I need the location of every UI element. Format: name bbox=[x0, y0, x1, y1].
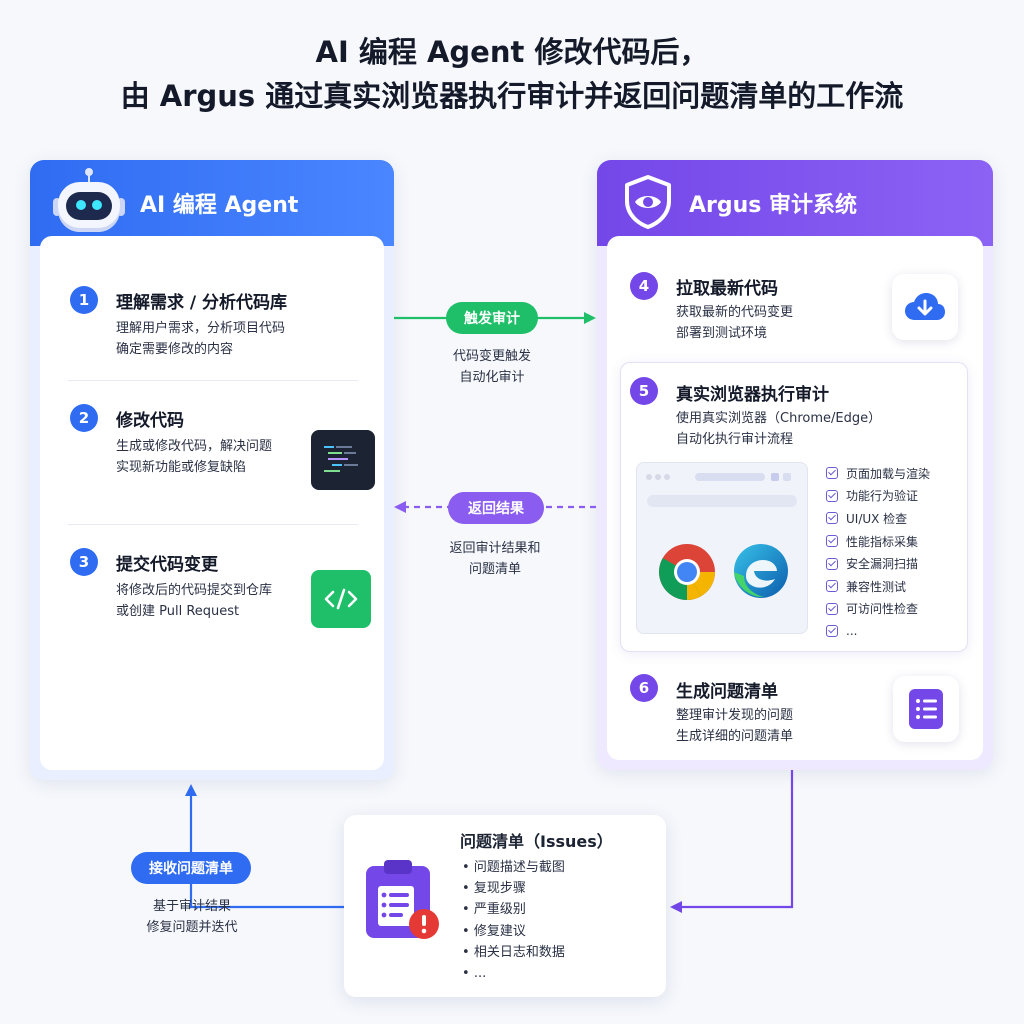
check-label: 安全漏洞扫描 bbox=[846, 557, 919, 572]
step-6-number: 6 bbox=[630, 674, 658, 702]
checkbox-icon bbox=[826, 512, 838, 525]
checkbox-icon bbox=[826, 535, 838, 548]
issues-list-item: 严重级别 bbox=[462, 899, 565, 920]
check-item: 功能行为验证 bbox=[826, 485, 930, 508]
cloud-download-icon bbox=[892, 274, 958, 340]
agent-panel-title: AI 编程 Agent bbox=[140, 193, 299, 218]
divider bbox=[68, 380, 358, 381]
step-4-title: 拉取最新代码 bbox=[676, 279, 778, 299]
step-1-number: 1 bbox=[70, 286, 98, 314]
step-1-desc-line-2: 确定需要修改的内容 bbox=[116, 342, 234, 357]
edge-icon bbox=[734, 544, 788, 598]
check-label: 兼容性测试 bbox=[846, 579, 907, 594]
issues-list: 问题描述与截图 复现步骤 严重级别 修复建议 相关日志和数据 ... bbox=[462, 857, 565, 984]
check-item: ... bbox=[826, 620, 930, 643]
step-4-desc-line-1: 获取最新的代码变更 bbox=[676, 305, 794, 320]
return-caption-line-2: 问题清单 bbox=[468, 562, 521, 577]
checkbox-icon bbox=[826, 467, 838, 480]
check-label: ... bbox=[846, 624, 858, 639]
check-item: 安全漏洞扫描 bbox=[826, 552, 930, 575]
return-caption: 返回审计结果和 问题清单 bbox=[420, 538, 570, 580]
check-item: 兼容性测试 bbox=[826, 575, 930, 598]
step-5-title: 真实浏览器执行审计 bbox=[676, 385, 829, 405]
step-3-desc-line-2: 或创建 Pull Request bbox=[116, 604, 240, 619]
shield-eye-icon bbox=[625, 175, 671, 229]
clipboard-alert-icon bbox=[366, 860, 439, 939]
checkbox-icon bbox=[826, 489, 838, 502]
browser-window-illustration bbox=[636, 462, 808, 634]
check-item: 可访问性检查 bbox=[826, 598, 930, 621]
check-item: UI/UX 检查 bbox=[826, 507, 930, 530]
checkbox-icon bbox=[826, 602, 838, 615]
return-results-label: 返回结果 bbox=[448, 492, 544, 524]
step-1-desc-line-1: 理解用户需求，分析项目代码 bbox=[116, 321, 286, 336]
step-4-desc-line-2: 部署到测试环境 bbox=[676, 326, 768, 341]
code-brackets-icon bbox=[311, 570, 371, 628]
step-4-number: 4 bbox=[630, 272, 658, 300]
title-line-2: 由 Argus 通过真实浏览器执行审计并返回问题清单的工作流 bbox=[120, 79, 904, 113]
check-label: 可访问性检查 bbox=[846, 602, 919, 617]
robot-icon bbox=[52, 168, 126, 242]
agent-panel-body bbox=[40, 236, 384, 770]
step-6-desc-line-1: 整理审计发现的问题 bbox=[676, 708, 794, 723]
issues-list-item: 修复建议 bbox=[462, 921, 565, 942]
step-6-title: 生成问题清单 bbox=[676, 682, 778, 702]
diagram-title: AI 编程 Agent 修改代码后， 由 Argus 通过真实浏览器执行审计并返… bbox=[0, 30, 1024, 118]
document-list-icon bbox=[893, 676, 959, 742]
check-label: 功能行为验证 bbox=[846, 489, 919, 504]
step-2-desc-line-2: 实现新功能或修复缺陷 bbox=[116, 460, 247, 475]
check-label: 页面加载与渲染 bbox=[846, 466, 931, 481]
return-caption-line-1: 返回审计结果和 bbox=[449, 541, 541, 556]
checkbox-icon bbox=[826, 625, 838, 638]
check-item: 页面加载与渲染 bbox=[826, 462, 930, 485]
step-3-number: 3 bbox=[70, 548, 98, 576]
step-5-desc-line-1: 使用真实浏览器（Chrome/Edge） bbox=[676, 411, 882, 426]
step-2-title: 修改代码 bbox=[116, 411, 184, 431]
argus-panel-header: Argus 审计系统 bbox=[597, 160, 993, 246]
step-5-number: 5 bbox=[630, 377, 658, 405]
step-3-desc-line-1: 将修改后的代码提交到仓库 bbox=[116, 583, 273, 598]
receive-caption: 基于审计结果 修复问题并迭代 bbox=[120, 896, 264, 938]
step-2-desc-line-1: 生成或修改代码，解决问题 bbox=[116, 439, 273, 454]
code-editor-icon bbox=[311, 430, 375, 490]
issues-title: 问题清单（Issues） bbox=[460, 832, 613, 851]
chrome-icon bbox=[659, 544, 715, 600]
checkbox-icon bbox=[826, 557, 838, 570]
trigger-caption-line-1: 代码变更触发 bbox=[452, 349, 531, 364]
check-label: UI/UX 检查 bbox=[846, 511, 908, 526]
step-3-title: 提交代码变更 bbox=[116, 555, 218, 575]
step-6-desc-line-2: 生成详细的问题清单 bbox=[676, 729, 794, 744]
audit-checklist: 页面加载与渲染 功能行为验证 UI/UX 检查 性能指标采集 安全漏洞扫描 兼容… bbox=[826, 462, 930, 643]
issues-list-item: ... bbox=[462, 963, 565, 984]
step-5-desc-line-2: 自动化执行审计流程 bbox=[676, 432, 794, 447]
issues-list-item: 复现步骤 bbox=[462, 878, 565, 899]
issues-list-item: 相关日志和数据 bbox=[462, 942, 565, 963]
receive-caption-line-1: 基于审计结果 bbox=[152, 899, 231, 914]
receive-caption-line-2: 修复问题并迭代 bbox=[146, 920, 238, 935]
trigger-audit-label: 触发审计 bbox=[446, 302, 538, 334]
trigger-caption: 代码变更触发 自动化审计 bbox=[430, 346, 554, 388]
trigger-caption-line-2: 自动化审计 bbox=[459, 370, 525, 385]
argus-panel-title: Argus 审计系统 bbox=[689, 193, 858, 218]
divider bbox=[68, 524, 358, 525]
checkbox-icon bbox=[826, 580, 838, 593]
issues-list-item: 问题描述与截图 bbox=[462, 857, 565, 878]
check-item: 性能指标采集 bbox=[826, 530, 930, 553]
step-1-title: 理解需求 / 分析代码库 bbox=[116, 293, 288, 313]
step-2-number: 2 bbox=[70, 404, 98, 432]
check-label: 性能指标采集 bbox=[846, 534, 919, 549]
receive-issues-label: 接收问题清单 bbox=[131, 852, 251, 884]
title-line-1: AI 编程 Agent 修改代码后， bbox=[315, 35, 709, 69]
